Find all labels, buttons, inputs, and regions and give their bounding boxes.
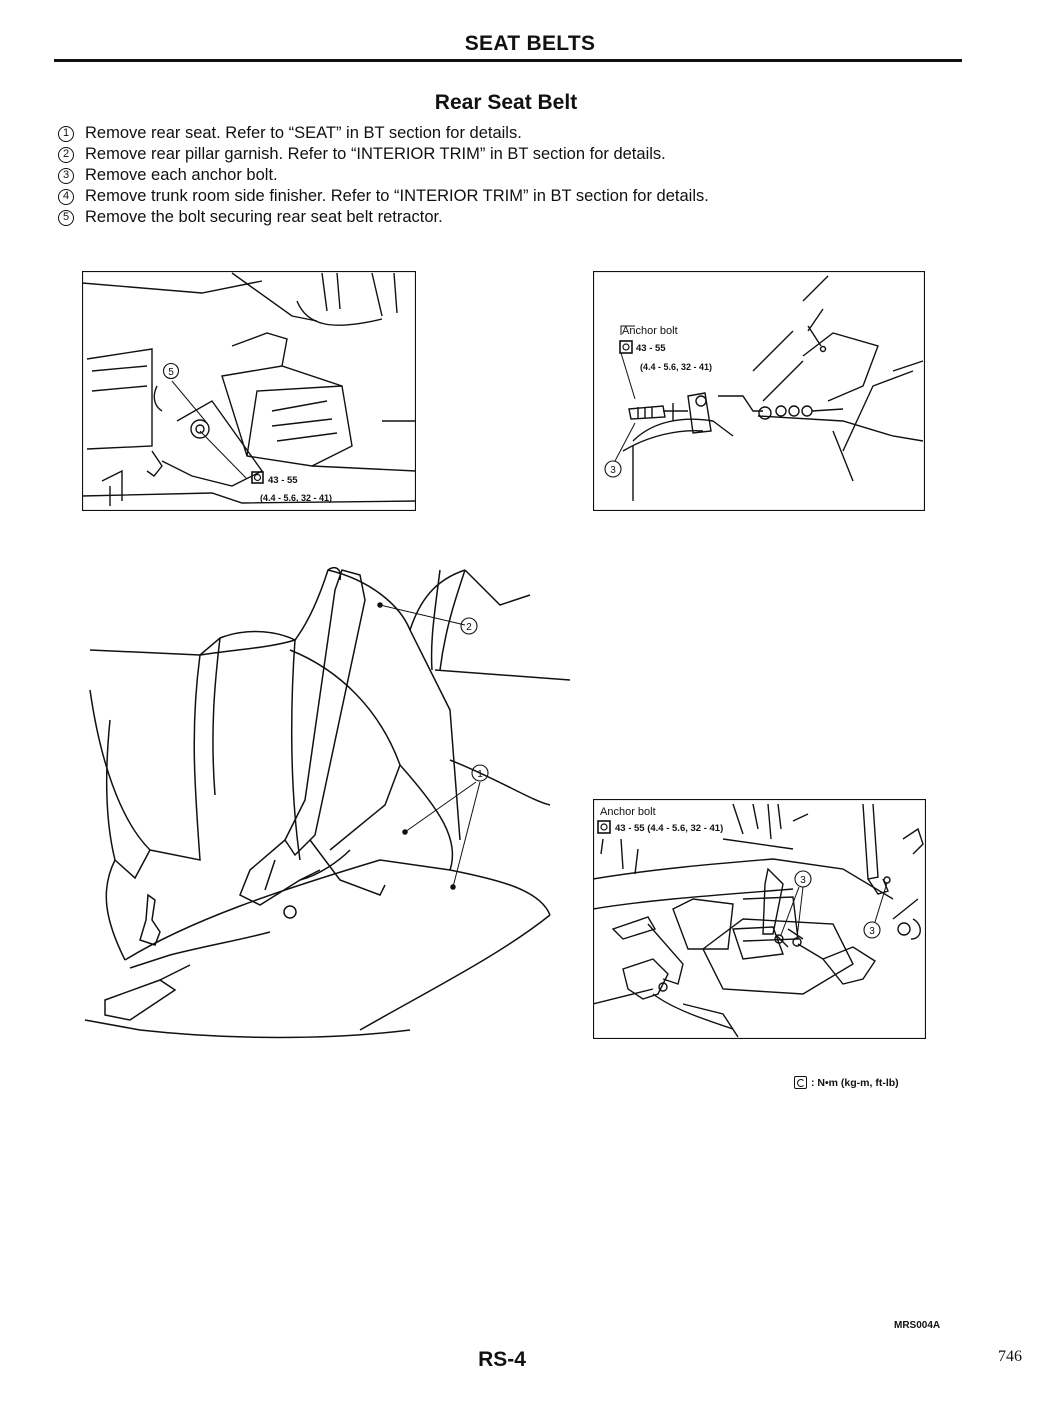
- step-text: Remove rear seat. Refer to “SEAT” in BT …: [85, 124, 522, 142]
- step-item: 2 Remove rear pillar garnish. Refer to “I…: [58, 144, 709, 165]
- step-text: Remove the bolt securing rear seat belt …: [85, 208, 443, 226]
- anchor-floor-callout-center: 3: [800, 875, 806, 886]
- step-item: 1 Remove rear seat. Refer to “SEAT” in BT…: [58, 123, 709, 144]
- page-label: RS-4: [478, 1348, 526, 1371]
- anchor-side-figure: Anchor bolt 43 - 55 (4.4 - 5.6, 32 - 41)…: [593, 271, 925, 511]
- step-item: 5 Remove the bolt securing rear seat belt…: [58, 207, 709, 228]
- step-number: 5: [58, 209, 74, 226]
- seat-overview-figure: 2 1: [84, 567, 570, 1039]
- step-number: 4: [58, 188, 74, 205]
- retractor-callout: 5: [168, 367, 174, 378]
- anchor-floor-figure: Anchor bolt 43 - 55 (4.4 - 5.6, 32 - 41)…: [593, 799, 926, 1039]
- torque-wrench-icon: [794, 1076, 807, 1089]
- anchor-side-label: Anchor bolt: [622, 325, 678, 337]
- step-text: Remove trunk room side finisher. Refer t…: [85, 187, 709, 205]
- anchor-floor-label: Anchor bolt: [600, 806, 656, 818]
- step-item: 3 Remove each anchor bolt.: [58, 165, 709, 186]
- section-title: SEAT BELTS: [464, 32, 596, 55]
- torque-legend-text: : N•m (kg-m, ft-lb): [811, 1076, 899, 1089]
- retractor-torque: 43 - 55: [268, 475, 298, 486]
- anchor-floor-callout-right: 3: [869, 926, 875, 937]
- procedure-title: Rear Seat Belt: [434, 91, 578, 114]
- seat-pillar-callout: 2: [466, 622, 472, 633]
- seat-cushion-callout: 1: [477, 769, 483, 780]
- step-number: 1: [58, 125, 74, 142]
- retractor-figure: 5 43 - 55 (4.4 - 5.6, 32 - 41): [82, 271, 416, 511]
- figure-code: MRS004A: [894, 1320, 941, 1331]
- page-number: 746: [998, 1348, 1022, 1365]
- step-item: 4 Remove trunk room side finisher. Refer …: [58, 186, 709, 207]
- anchor-side-torque-alt: (4.4 - 5.6, 32 - 41): [640, 362, 712, 372]
- step-text: Remove each anchor bolt.: [85, 166, 278, 184]
- torque-legend: : N•m (kg-m, ft-lb): [794, 1076, 899, 1089]
- step-text: Remove rear pillar garnish. Refer to “IN…: [85, 145, 666, 163]
- step-number: 3: [58, 167, 74, 184]
- retractor-torque-alt: (4.4 - 5.6, 32 - 41): [260, 493, 332, 503]
- header-rule: [54, 59, 962, 62]
- anchor-floor-torque: 43 - 55 (4.4 - 5.6, 32 - 41): [615, 823, 723, 834]
- anchor-side-callout: 3: [610, 465, 616, 476]
- step-number: 2: [58, 146, 74, 163]
- procedure-steps: 1 Remove rear seat. Refer to “SEAT” in BT…: [58, 123, 709, 228]
- anchor-side-torque: 43 - 55: [636, 343, 666, 354]
